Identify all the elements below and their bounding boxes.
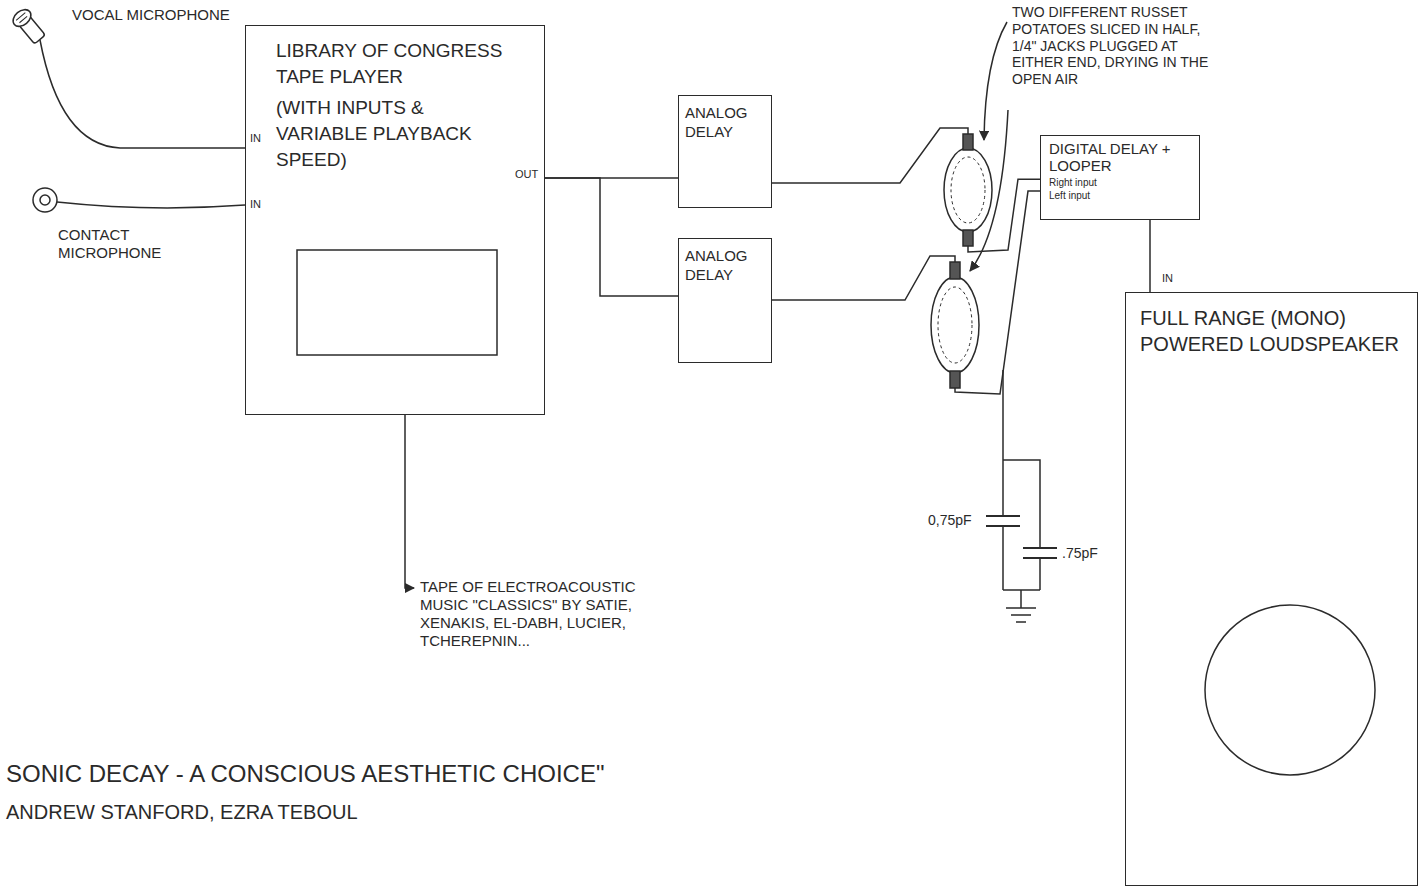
potato-cut-face — [938, 287, 972, 363]
capacitor-symbol — [1023, 548, 1057, 558]
port-label: IN — [1162, 272, 1173, 285]
ground-symbol — [1006, 608, 1036, 622]
part-label: VOCAL MICROPHONE — [72, 6, 292, 24]
port-label: OUT — [515, 168, 538, 181]
loudspeaker-box: FULL RANGE (MONO) POWERED LOUDSPEAKER — [1125, 292, 1418, 886]
microphone-cable — [57, 202, 245, 208]
leader-arrow — [984, 22, 1007, 140]
contact-microphone — [33, 188, 57, 212]
microphone-head — [10, 6, 34, 30]
jack-plug — [963, 230, 973, 246]
box-text: (WITH INPUTS & VARIABLE PLAYBACK SPEED) — [276, 95, 504, 172]
capacitor-symbol — [986, 516, 1020, 526]
tape-player-box: LIBRARY OF CONGRESS TAPE PLAYER (WITH INP… — [245, 25, 545, 415]
potato-cut-face — [951, 157, 985, 223]
contact-microphone-center — [40, 195, 50, 205]
caption: SONIC DECAY - A CONSCIOUS AESTHETIC CHOI… — [6, 760, 604, 789]
box-title: DIGITAL DELAY + LOOPER — [1049, 140, 1193, 175]
signal-wire — [545, 178, 678, 296]
value-label: 0,75pF — [928, 512, 972, 529]
port-label: IN — [250, 198, 261, 211]
signal-wire — [772, 191, 1040, 394]
part-label: CONTACT MICROPHONE — [58, 226, 188, 262]
jack-plug — [950, 262, 960, 279]
vocal-microphone — [10, 6, 48, 46]
delay-box: ANALOG DELAY — [678, 238, 772, 363]
potato — [931, 277, 979, 373]
delay-looper-box: DIGITAL DELAY + LOOPER Right inputLeft in… — [1040, 135, 1200, 220]
box-text: Left input — [1049, 190, 1193, 202]
ground-wire — [1003, 370, 1040, 608]
leader-arrow — [970, 110, 1008, 271]
speaker-cone — [1205, 605, 1375, 775]
jack-plug — [950, 371, 960, 388]
box-text: Right input — [1049, 177, 1193, 189]
box-title: ANALOG DELAY — [685, 247, 765, 285]
note-label: TAPE OF ELECTROACOUSTIC MUSIC "CLASSICS"… — [420, 578, 660, 650]
tape-window — [297, 250, 497, 355]
signal-wire — [1149, 220, 1151, 292]
leader-arrow — [405, 415, 414, 588]
delay-box: ANALOG DELAY — [678, 95, 772, 208]
value-label: .75pF — [1062, 545, 1098, 562]
note-label: TWO DIFFERENT RUSSET POTATOES SLICED IN … — [1012, 4, 1227, 88]
port-label: IN — [250, 132, 261, 145]
box-title: FULL RANGE (MONO) POWERED LOUDSPEAKER — [1140, 305, 1403, 357]
jack-plug — [963, 134, 973, 150]
microphone-grille — [16, 13, 28, 24]
box-title: ANALOG DELAY — [685, 104, 765, 142]
potato — [944, 148, 992, 232]
box-title: LIBRARY OF CONGRESS TAPE PLAYER — [276, 38, 504, 89]
drawing — [10, 6, 1375, 775]
author-label: ANDREW STANFORD, EZRA TEBOUL — [6, 800, 706, 824]
microphone-cable — [40, 40, 245, 148]
